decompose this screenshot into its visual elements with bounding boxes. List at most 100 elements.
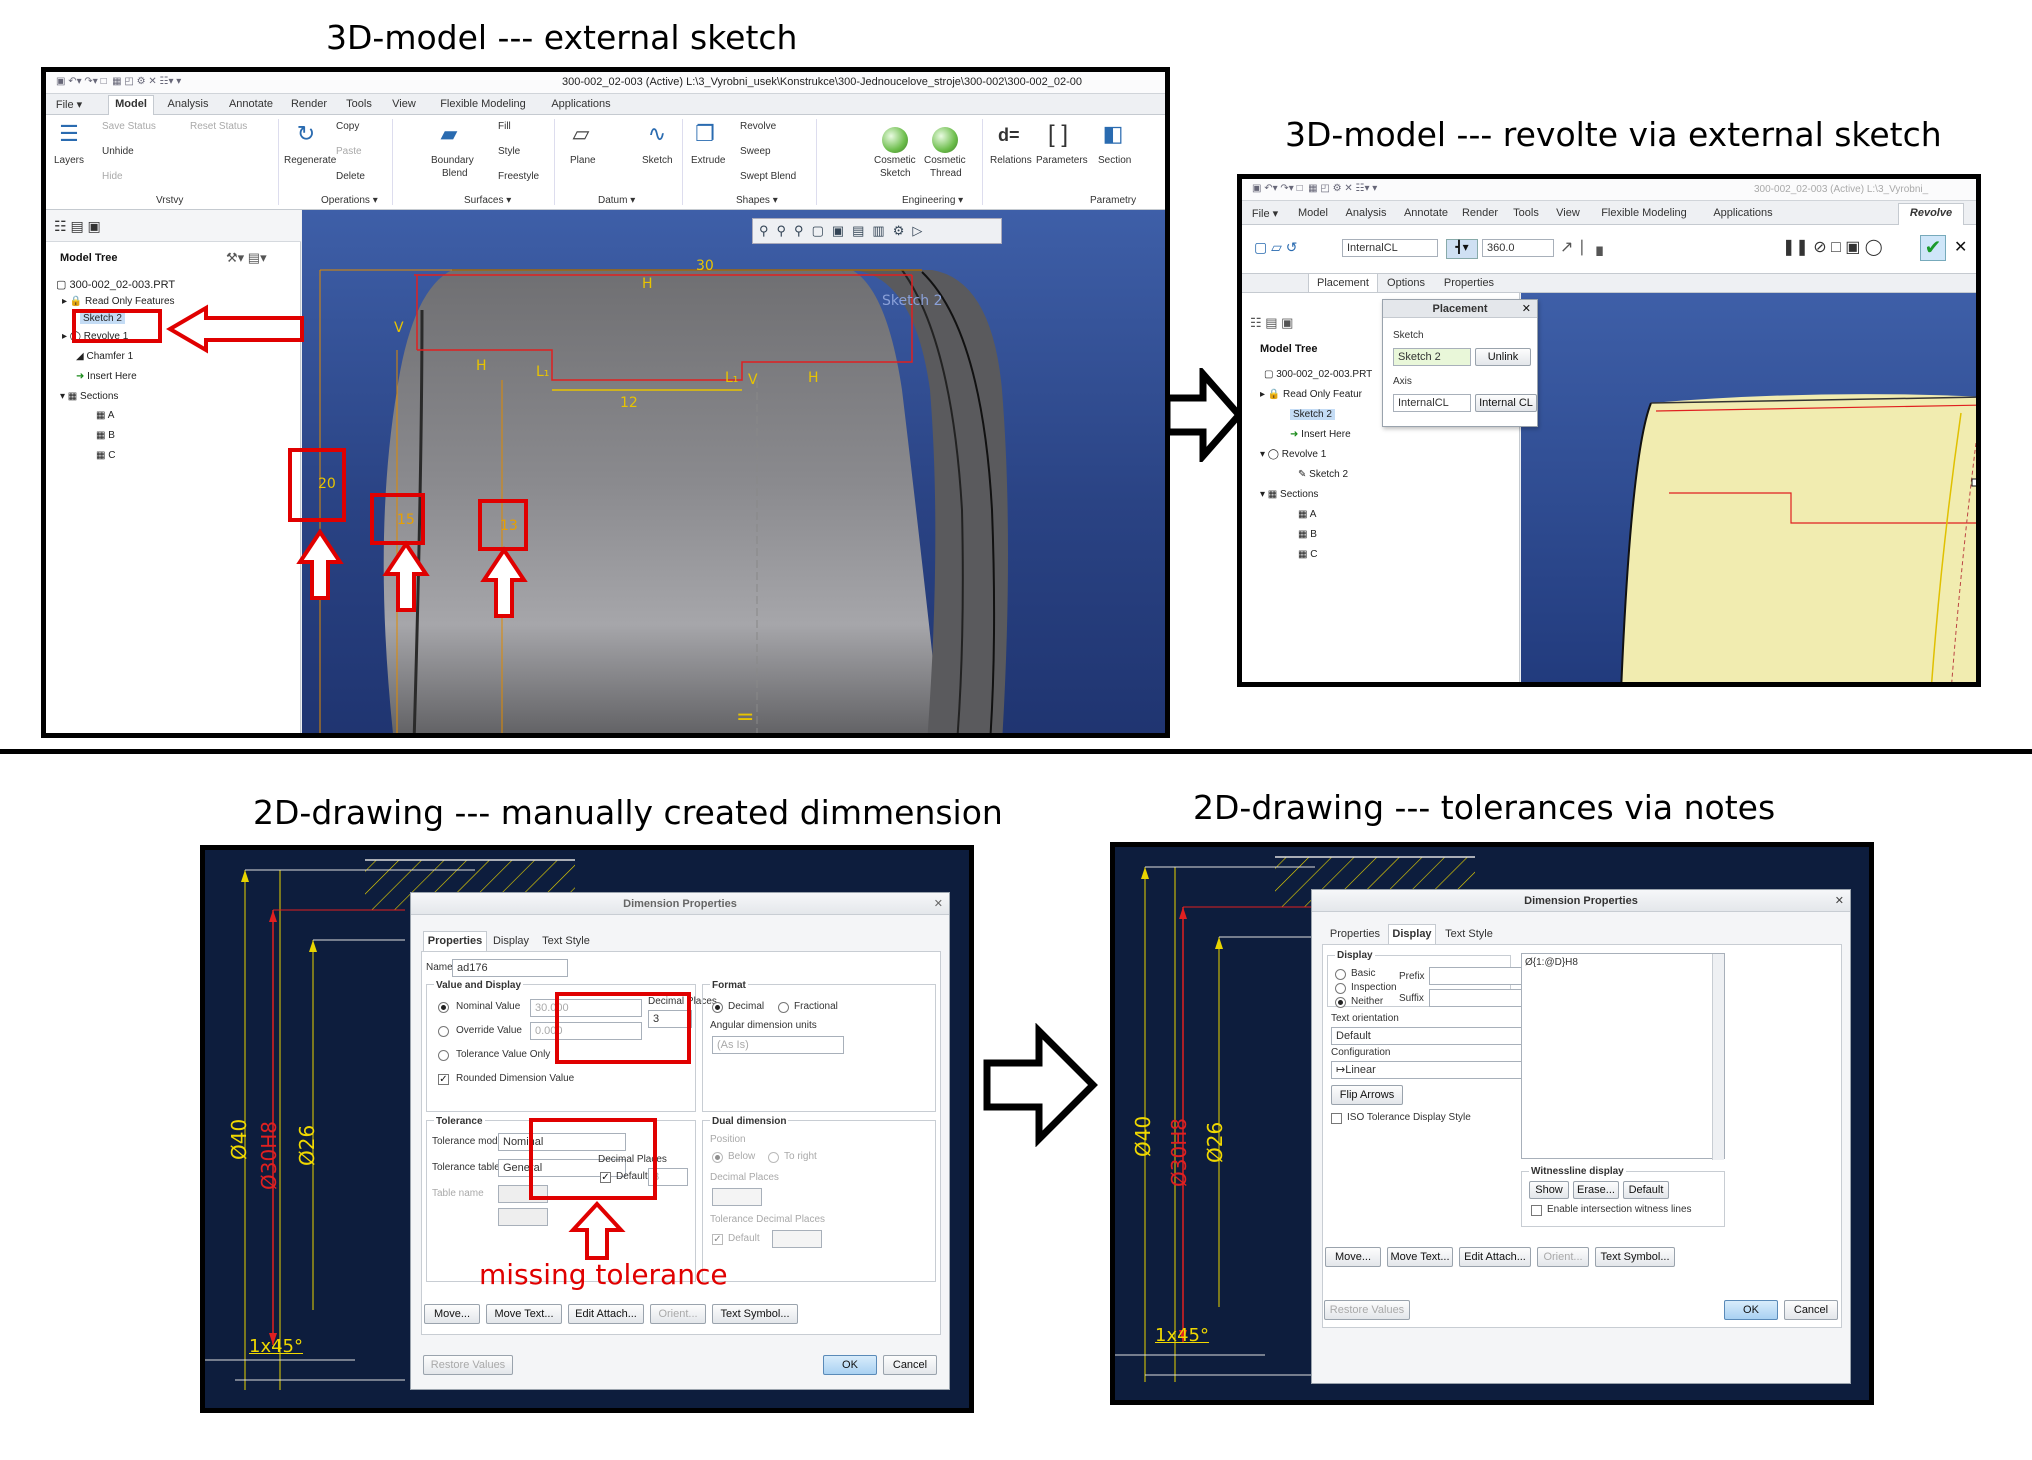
pause-icon[interactable]: ❚❚ ⊘ □ ▣ ◯ xyxy=(1782,239,1883,256)
ok-button[interactable]: OK xyxy=(823,1355,877,1375)
tab-model[interactable]: Model xyxy=(1298,207,1328,219)
sweep-button[interactable]: Sweep xyxy=(740,146,771,157)
angle-type-icon[interactable]: ┫▾ xyxy=(1446,239,1478,259)
angle-field[interactable]: 360.0 xyxy=(1482,239,1554,257)
witness-default-button[interactable]: Default xyxy=(1623,1181,1669,1199)
sketch-collector[interactable]: Sketch 2 xyxy=(1393,348,1471,366)
dual-decimal-field[interactable] xyxy=(712,1188,762,1206)
tree-revolve-sketch2[interactable]: ✎ Sketch 2 xyxy=(1298,469,1349,480)
below-radio[interactable] xyxy=(712,1152,723,1163)
tab-render[interactable]: Render xyxy=(1461,207,1499,219)
tol-only-radio[interactable] xyxy=(438,1050,449,1061)
restore-values-button[interactable]: Restore Values xyxy=(423,1355,513,1375)
chamfer-note[interactable]: 1x45° xyxy=(249,1336,304,1357)
iso-tol-checkbox[interactable] xyxy=(1331,1113,1342,1124)
tree-sketch2[interactable]: Sketch 2 xyxy=(1290,409,1335,420)
text-symbol-button[interactable]: Text Symbol... xyxy=(712,1304,798,1324)
tab-properties[interactable]: Properties xyxy=(423,931,487,951)
decimal-radio[interactable] xyxy=(712,1002,723,1013)
ok-check-icon[interactable]: ✔ xyxy=(1920,235,1946,261)
tree-section-c[interactable]: ▦ C xyxy=(96,450,116,461)
enable-witness-checkbox[interactable] xyxy=(1531,1205,1542,1216)
dual-default-field[interactable] xyxy=(772,1230,822,1248)
regenerate-label[interactable]: Regenerate xyxy=(284,155,337,166)
section-label[interactable]: Section xyxy=(1098,155,1132,166)
constraint-l1-right[interactable]: L₁ xyxy=(725,370,739,386)
dimension-text-area[interactable]: Ø{1:@D}H8 xyxy=(1521,953,1725,1160)
default-checkbox[interactable]: ✓ xyxy=(600,1172,611,1183)
paste-button[interactable]: Paste xyxy=(336,146,362,157)
tree-root[interactable]: ▢ 300-002_02-003.PRT xyxy=(1264,369,1373,380)
tree-section-b[interactable]: ▦ B xyxy=(96,430,115,441)
3d-viewport[interactable]: ⚲⚲⚲▢▣▤▥⚙▷ xyxy=(288,210,1165,733)
freestyle-button[interactable]: Freestyle xyxy=(498,171,540,182)
boundary-label[interactable]: Boundary xyxy=(431,155,474,166)
to-right-radio[interactable] xyxy=(768,1152,779,1163)
constraint-h-top[interactable]: H xyxy=(642,276,653,292)
dim-20[interactable]: 20 xyxy=(318,476,336,492)
fill-button[interactable]: Fill xyxy=(498,121,511,132)
tab-file[interactable]: File ▾ xyxy=(1251,208,1279,220)
tab-text-style[interactable]: Text Style xyxy=(542,935,590,947)
scrollbar[interactable] xyxy=(1712,954,1724,1160)
cosmetic-sketch-label-1[interactable]: Cosmetic xyxy=(874,155,916,166)
table-name-select-2[interactable] xyxy=(498,1208,548,1226)
tree-sketch2[interactable]: Sketch 2 xyxy=(80,313,125,324)
swept-blend-button[interactable]: Swept Blend xyxy=(740,171,797,182)
neither-radio[interactable] xyxy=(1335,997,1346,1008)
tab-annotate[interactable]: Annotate xyxy=(1403,207,1449,219)
text-orientation-select[interactable]: Default xyxy=(1331,1027,1541,1045)
override-radio[interactable] xyxy=(438,1026,449,1037)
dim-d30h8[interactable]: Ø30H8 xyxy=(257,1121,281,1190)
subtab-options[interactable]: Options xyxy=(1387,277,1425,289)
subtab-properties[interactable]: Properties xyxy=(1443,277,1495,289)
tree-chamfer1[interactable]: ◢ Chamfer 1 xyxy=(76,351,134,362)
relations-icon[interactable]: d= xyxy=(998,125,1020,145)
axis-collector[interactable]: InternalCL xyxy=(1393,394,1471,412)
inspection-radio[interactable] xyxy=(1335,983,1346,994)
edit-attach-button[interactable]: Edit Attach... xyxy=(568,1304,644,1324)
orient-button[interactable]: Orient... xyxy=(1537,1247,1589,1267)
cancel-button[interactable]: Cancel xyxy=(883,1355,937,1375)
tab-flexible-modeling[interactable]: Flexible Modeling xyxy=(440,98,526,110)
close-icon[interactable]: ✕ xyxy=(1834,895,1844,907)
axis-field[interactable]: InternalCL xyxy=(1342,239,1438,257)
cosmetic-thread-label-2[interactable]: Thread xyxy=(930,168,962,179)
tab-text-style[interactable]: Text Style xyxy=(1445,928,1493,940)
cancel-x-icon[interactable]: ✕ xyxy=(1954,239,1968,256)
fractional-radio[interactable] xyxy=(778,1002,789,1013)
tab-display[interactable]: Display xyxy=(1388,924,1436,944)
extrude-label[interactable]: Extrude xyxy=(691,155,726,166)
extrude-icon[interactable]: ❐ xyxy=(695,121,715,146)
tab-flexible-modeling[interactable]: Flexible Modeling xyxy=(1601,207,1687,219)
decimal-places-field[interactable]: 3 xyxy=(648,1010,692,1028)
tree-section-b[interactable]: ▦ B xyxy=(1298,529,1317,540)
delete-button[interactable]: Delete xyxy=(336,171,365,182)
tree-sections[interactable]: ▾ ▦ Sections xyxy=(1260,489,1319,500)
plane-icon[interactable]: ▱ xyxy=(572,121,590,146)
parameters-label[interactable]: Parameters xyxy=(1036,155,1088,166)
name-field[interactable]: ad176 xyxy=(452,959,568,977)
tree-section-a[interactable]: ▦ A xyxy=(1298,509,1317,520)
orient-button[interactable]: Orient... xyxy=(650,1304,706,1324)
section-icon[interactable]: ◧ xyxy=(1102,121,1124,146)
chamfer-note[interactable]: 1x45° xyxy=(1155,1325,1210,1346)
basic-radio[interactable] xyxy=(1335,969,1346,980)
revolve-button[interactable]: Revolve xyxy=(740,121,777,132)
cosmetic-thread-label-1[interactable]: Cosmetic xyxy=(924,155,966,166)
reset-status-button[interactable]: Reset Status xyxy=(190,121,248,132)
close-icon[interactable]: ✕ xyxy=(933,898,943,910)
parameters-icon[interactable]: [ ] xyxy=(1048,121,1069,148)
tab-tools[interactable]: Tools xyxy=(1513,207,1539,219)
constraint-v-left[interactable]: V xyxy=(394,320,404,336)
cancel-button[interactable]: Cancel xyxy=(1784,1300,1838,1320)
3d-viewport[interactable] xyxy=(1521,293,1976,682)
save-status-button[interactable]: Save Status xyxy=(102,121,156,132)
tree-settings-icon[interactable]: ⚒▾ ▤▾ xyxy=(226,250,267,265)
tree-root[interactable]: ▢ 300-002_02-003.PRT xyxy=(56,279,176,291)
nominal-radio[interactable] xyxy=(438,1002,449,1013)
tree-section-a[interactable]: ▦ A xyxy=(96,410,115,421)
constraint-v-right[interactable]: V xyxy=(748,372,758,388)
tab-properties[interactable]: Properties xyxy=(1329,928,1381,940)
restore-values-button[interactable]: Restore Values xyxy=(1324,1300,1410,1320)
